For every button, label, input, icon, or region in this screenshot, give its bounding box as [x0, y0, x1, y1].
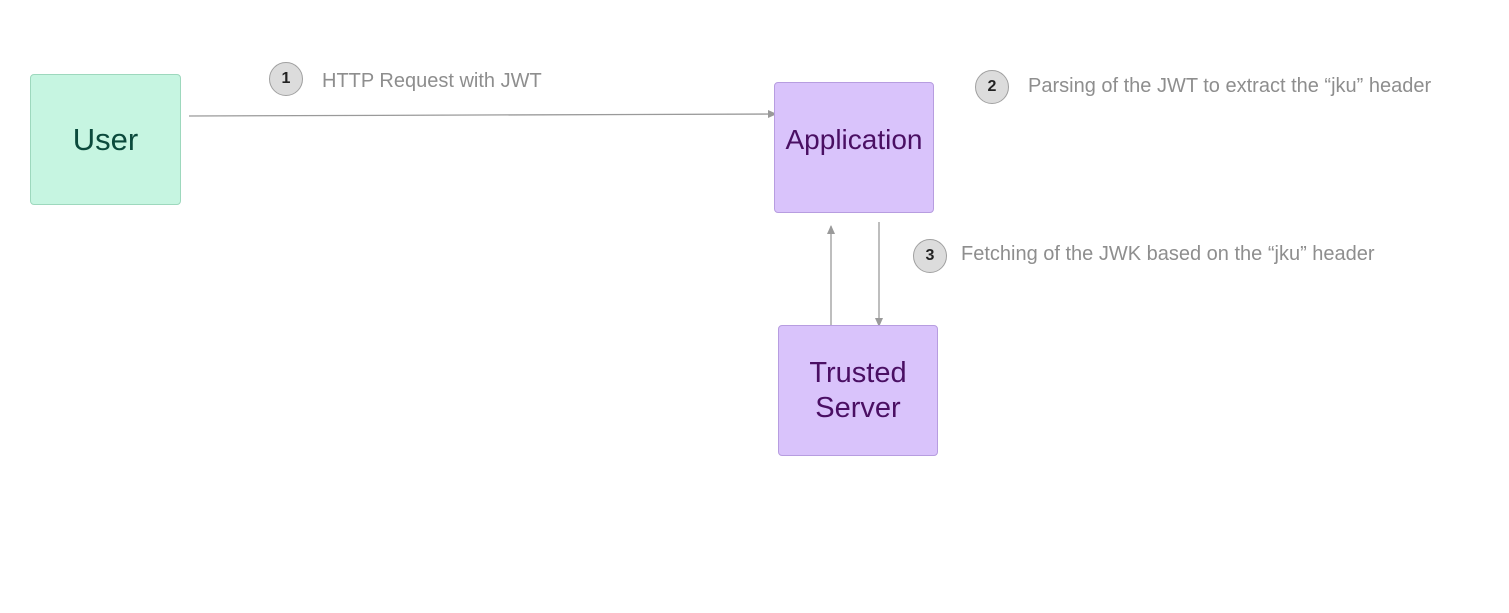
application-node-label: Application	[785, 124, 923, 155]
step-1-label: HTTP Request with JWT	[322, 70, 542, 92]
step-3-badge: 3	[913, 239, 947, 273]
trusted-server-node: Trusted Server	[778, 325, 938, 456]
step-3-label: Fetching of the JWK based on the “jku” h…	[961, 243, 1375, 265]
step-2-number: 2	[987, 78, 997, 95]
step-2-label: Parsing of the JWT to extract the “jku” …	[1028, 75, 1432, 97]
step-2-badge: 2	[975, 70, 1009, 104]
step-3-number: 3	[925, 247, 935, 264]
trusted-server-node-label: Trusted Server	[809, 356, 907, 424]
step-1-number: 1	[281, 70, 291, 87]
user-node: User	[30, 74, 181, 205]
step-1-badge: 1	[269, 62, 303, 96]
application-node: Application	[774, 82, 934, 213]
user-node-label: User	[72, 121, 139, 157]
arrow-user-to-application	[188, 110, 777, 119]
